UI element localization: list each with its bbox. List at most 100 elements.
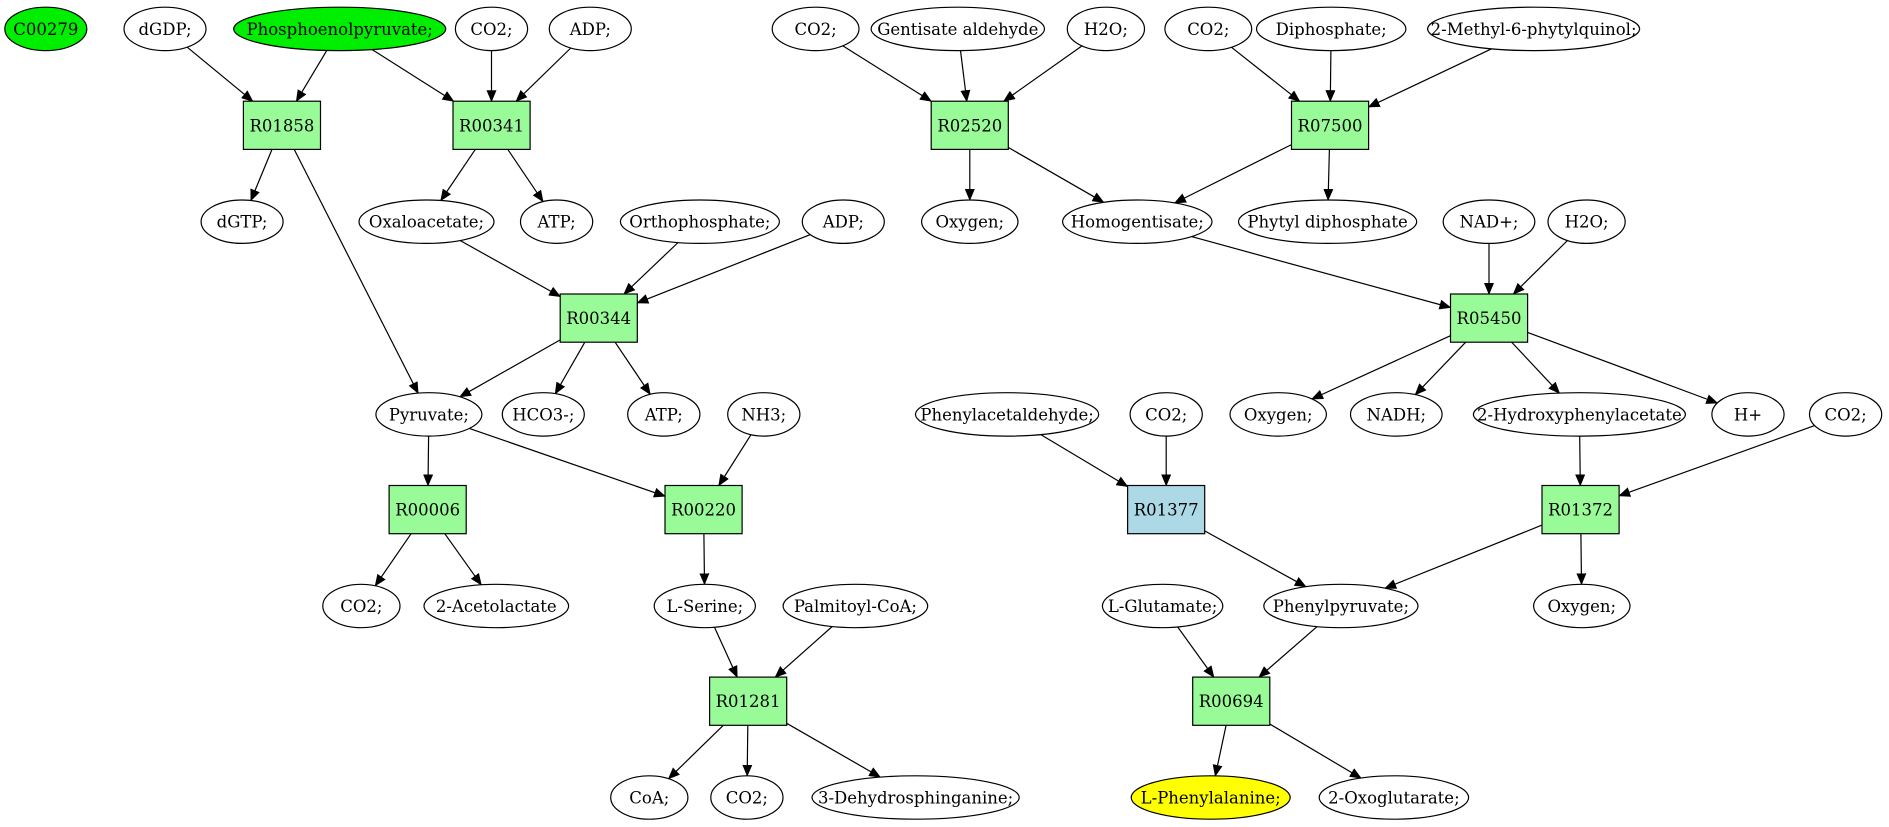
edge-H2O_b-to-R05450 bbox=[1512, 240, 1568, 295]
compound-ellipse bbox=[200, 199, 284, 245]
compound-node[interactable]: Oxygen; bbox=[1229, 392, 1328, 437]
compound-node[interactable]: H+ bbox=[1711, 392, 1785, 437]
reaction-node[interactable]: R00341 bbox=[452, 100, 531, 150]
edge-Diph-to-R07500 bbox=[1325, 50, 1336, 103]
compound-node[interactable]: ADP; bbox=[801, 199, 885, 245]
compound-node[interactable]: Oxaloacetate; bbox=[358, 199, 495, 245]
compound-ellipse bbox=[920, 199, 1019, 245]
compound-ellipse bbox=[322, 583, 401, 629]
reaction-node[interactable]: R02520 bbox=[930, 100, 1009, 150]
compound-node[interactable]: CoA; bbox=[610, 775, 689, 820]
edge-Pyr-to-R00220 bbox=[469, 427, 666, 498]
compound-node[interactable]: NAD+; bbox=[1442, 199, 1536, 245]
reaction-node[interactable]: R01377 bbox=[1126, 484, 1206, 535]
compound-node[interactable]: HCO3-; bbox=[501, 392, 585, 437]
reaction-node[interactable]: R05450 bbox=[1449, 293, 1529, 343]
compound-node[interactable]: Oxygen; bbox=[920, 199, 1019, 245]
compound-node[interactable]: L-Phenylalanine; bbox=[1130, 775, 1291, 820]
compound-ellipse bbox=[548, 6, 632, 52]
compound-node[interactable]: H2O; bbox=[1547, 199, 1626, 245]
compound-node[interactable]: Phenylpyruvate; bbox=[1263, 583, 1419, 629]
reaction-label: R05450 bbox=[1457, 309, 1522, 328]
edge-R00341-to-Oxa bbox=[440, 149, 476, 202]
compound-node[interactable]: Phytyl diphosphate bbox=[1237, 199, 1418, 245]
compound-node[interactable]: 3-Dehydrosphinganine; bbox=[811, 775, 1020, 820]
compound-label: 2-Acetolactate bbox=[436, 597, 557, 616]
compound-label: H2O; bbox=[1565, 213, 1609, 232]
reaction-node[interactable]: R07500 bbox=[1290, 100, 1370, 150]
compound-node[interactable]: Diphosphate; bbox=[1255, 6, 1407, 52]
nodes-layer: C00279 dGDP; Phosphoenolpyruvate; CO2; ADP; C… bbox=[4, 6, 1883, 820]
compound-label: CO2; bbox=[794, 20, 836, 39]
compound-ellipse bbox=[454, 6, 529, 52]
reaction-node[interactable]: R00220 bbox=[664, 484, 743, 535]
edge-PEP-to-R01858 bbox=[295, 50, 328, 103]
compound-node[interactable]: H2O; bbox=[1066, 6, 1146, 52]
compound-node[interactable]: ADP; bbox=[548, 6, 632, 52]
compound-ellipse bbox=[4, 6, 88, 52]
reaction-box bbox=[1192, 676, 1271, 726]
edge-R05450-to-NADH bbox=[1414, 341, 1467, 396]
compound-label: ADP; bbox=[822, 213, 864, 232]
compound-ellipse bbox=[1349, 392, 1443, 437]
compound-label: Phosphoenolpyruvate; bbox=[247, 20, 433, 39]
compound-node[interactable]: L-Serine; bbox=[653, 583, 757, 629]
edge-PhPyr-to-R00694 bbox=[1258, 626, 1318, 678]
compound-node[interactable]: ATP; bbox=[519, 199, 594, 245]
compound-node[interactable]: 2-Hydroxyphenylacetate bbox=[1472, 392, 1687, 437]
compound-node[interactable]: CO2; bbox=[322, 583, 401, 629]
compound-label: 2-Methyl-6-phytylquinol; bbox=[1431, 20, 1637, 39]
compound-ellipse bbox=[771, 6, 860, 52]
compound-label: Orthophosphate; bbox=[629, 213, 770, 232]
edge-R07500-to-Homo bbox=[1173, 144, 1292, 204]
compound-label: HCO3-; bbox=[512, 405, 574, 424]
compound-node[interactable]: Phenylacetaldehyde; bbox=[914, 392, 1100, 437]
compound-node[interactable]: ATP; bbox=[627, 392, 701, 437]
compound-node[interactable]: CO2; bbox=[710, 775, 784, 820]
compound-node[interactable]: 2-Acetolactate bbox=[423, 583, 570, 629]
reaction-label: R00006 bbox=[395, 501, 460, 520]
compound-node[interactable]: Orthophosphate; bbox=[619, 199, 781, 245]
compound-label: Phenylacetaldehyde; bbox=[920, 405, 1093, 424]
edge-R00220-to-Ser bbox=[699, 533, 710, 586]
compound-node[interactable]: dGDP; bbox=[123, 6, 207, 52]
edge-R00694-to-Phe bbox=[1212, 725, 1227, 777]
compound-label: CO2; bbox=[340, 597, 382, 616]
reaction-node[interactable]: R01858 bbox=[242, 100, 322, 150]
reaction-node[interactable]: R00694 bbox=[1192, 676, 1271, 726]
compound-node[interactable]: 2-Oxoglutarate; bbox=[1318, 775, 1470, 820]
compound-node[interactable]: Phosphoenolpyruvate; bbox=[233, 6, 447, 52]
compound-node[interactable]: CO2; bbox=[1129, 392, 1203, 437]
compound-ellipse bbox=[1255, 6, 1407, 52]
reaction-label: R00694 bbox=[1199, 692, 1264, 711]
compound-node[interactable]: 2-Methyl-6-phytylquinol; bbox=[1426, 6, 1641, 52]
compound-label: CO2; bbox=[1187, 20, 1229, 39]
compound-node[interactable]: CO2; bbox=[771, 6, 860, 52]
compound-node[interactable]: CO2; bbox=[1164, 6, 1253, 52]
compound-node[interactable]: Palmitoyl-CoA; bbox=[782, 583, 929, 629]
compound-ellipse bbox=[870, 6, 1046, 52]
compound-node[interactable]: dGTP; bbox=[200, 199, 284, 245]
compound-node[interactable]: Oxygen; bbox=[1533, 583, 1631, 629]
compound-node[interactable]: NH3; bbox=[727, 392, 801, 437]
compound-label: Homogentisate; bbox=[1071, 213, 1204, 232]
edge-R00006-to-Acetolac bbox=[444, 533, 482, 586]
compound-ellipse bbox=[1808, 392, 1883, 437]
compound-node[interactable]: Gentisate aldehyde bbox=[870, 6, 1046, 52]
reaction-node[interactable]: R00344 bbox=[559, 293, 638, 343]
compound-ellipse bbox=[1129, 392, 1203, 437]
compound-node[interactable]: L-Glutamate; bbox=[1101, 583, 1224, 629]
edge-R07500-to-Phytyl bbox=[1323, 149, 1334, 201]
reaction-node[interactable]: R01281 bbox=[708, 676, 788, 726]
compound-node[interactable]: Homogentisate; bbox=[1062, 199, 1213, 245]
compound-node[interactable]: CO2; bbox=[454, 6, 529, 52]
edge-Oxa-to-R00344 bbox=[459, 239, 562, 298]
compound-node[interactable]: NADH; bbox=[1349, 392, 1443, 437]
compound-node[interactable]: CO2; bbox=[1808, 392, 1883, 437]
reaction-node[interactable]: R01372 bbox=[1541, 484, 1620, 535]
compound-node[interactable]: Pyruvate; bbox=[375, 392, 483, 437]
compound-node[interactable]: C00279 bbox=[4, 6, 88, 52]
reaction-box bbox=[559, 293, 638, 343]
reaction-node[interactable]: R00006 bbox=[388, 484, 467, 535]
